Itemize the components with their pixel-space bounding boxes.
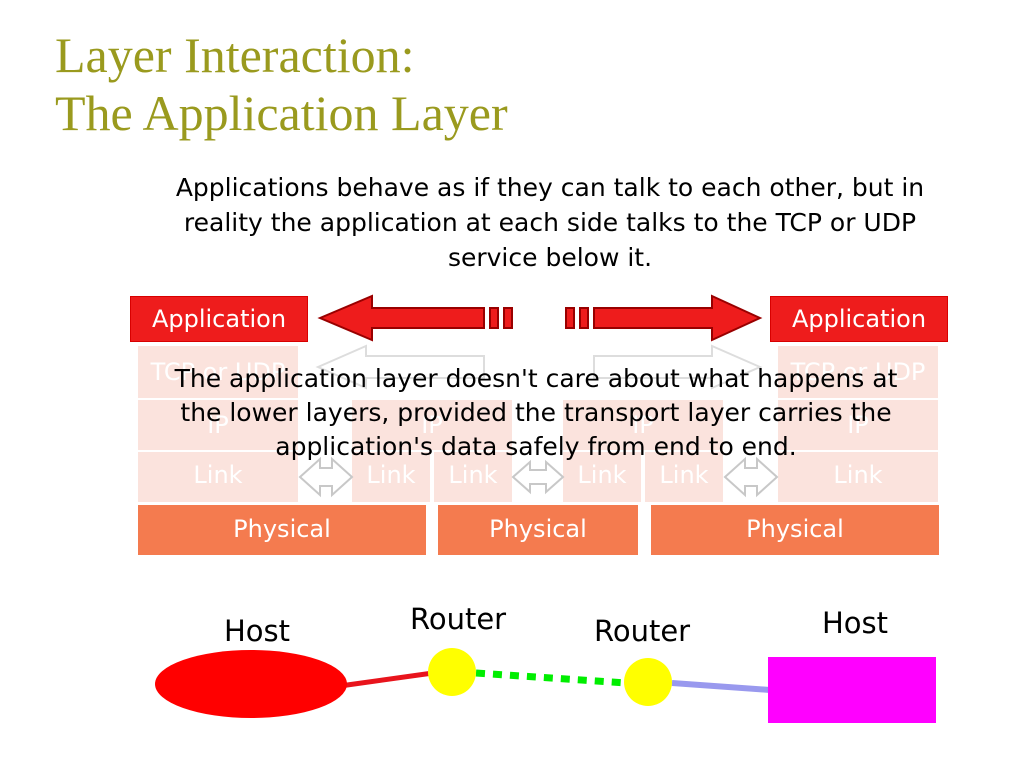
mid2-link-b-layer: Link [645,452,723,502]
right-tcp-layer: TCP or UDP [778,346,938,398]
physical-layer-1: Physical [138,505,426,555]
host-left-label: Host [224,614,291,648]
link-arrow-3 [723,456,779,498]
right-ip-layer: IP [778,400,938,450]
overlay-explanation-text: The application layer doesn't care about… [174,364,898,461]
right-app-arrow-dash-2 [579,307,589,329]
faded-link-arrows [298,456,779,498]
right-tcp-label: TCP or UDP [790,358,926,386]
slide-title: Layer Interaction: The Application Layer [55,26,508,142]
right-app-arrow-dash-1 [565,307,575,329]
host-right-icon [768,657,936,723]
physical-layer-3: Physical [651,505,939,555]
physical-label-1: Physical [233,515,331,543]
router-right-label: Router [594,614,691,648]
left-link-layer: Link [138,452,298,502]
mid1-ip-label: IP [421,411,443,439]
right-application-label: Application [791,305,927,333]
left-application-label: Application [151,305,287,333]
title-line-2: The Application Layer [55,85,508,141]
left-tcp-layer: TCP or UDP [138,346,298,398]
mid1-ip-layer: IP [352,400,512,450]
left-application-box: Application [130,296,308,342]
left-tcp-label: TCP or UDP [150,358,286,386]
link-arrow-1 [298,456,354,498]
left-ip-label: IP [207,411,229,439]
faded-right-arrow-shape [593,344,763,390]
mid1-link-b-label: Link [448,461,498,489]
mid1-link-b-layer: Link [434,452,512,502]
physical-label-3: Physical [746,515,844,543]
application-arrows [317,294,763,342]
mid1-link-a-label: Link [366,461,416,489]
intro-text: Applications behave as if they can talk … [175,173,925,272]
host-left-icon [155,650,347,718]
host-right-label: Host [822,606,889,640]
host-router-link [339,669,441,689]
right-link-layer: Link [778,452,938,502]
link-arrow-2 [511,459,565,495]
left-app-arrow-dash-2 [503,307,513,329]
right-app-arrow-icon [593,294,763,342]
physical-label-2: Physical [489,515,587,543]
router-router-link [475,669,627,687]
right-application-box: Application [770,296,948,342]
mid2-ip-layer: IP [563,400,723,450]
router-left-label: Router [410,602,507,636]
mid2-ip-label: IP [632,411,654,439]
mid2-link-a-label: Link [577,461,627,489]
title-line-1: Layer Interaction: [55,27,415,83]
faded-tcp-arrows [315,344,763,390]
left-app-arrow-dash-1 [489,307,499,329]
physical-layer-2: Physical [438,505,638,555]
faded-left-arrow-shape [315,344,485,390]
mid1-link-a-layer: Link [352,452,430,502]
left-ip-layer: IP [138,400,298,450]
left-link-label: Link [193,461,243,489]
router-host-link [671,680,771,693]
left-app-arrow-icon [317,294,485,342]
mid2-link-a-layer: Link [563,452,641,502]
mid2-link-b-label: Link [659,461,709,489]
router-left-icon [428,648,476,696]
router-right-icon [624,658,672,706]
right-link-label: Link [833,461,883,489]
right-ip-label: IP [847,411,869,439]
